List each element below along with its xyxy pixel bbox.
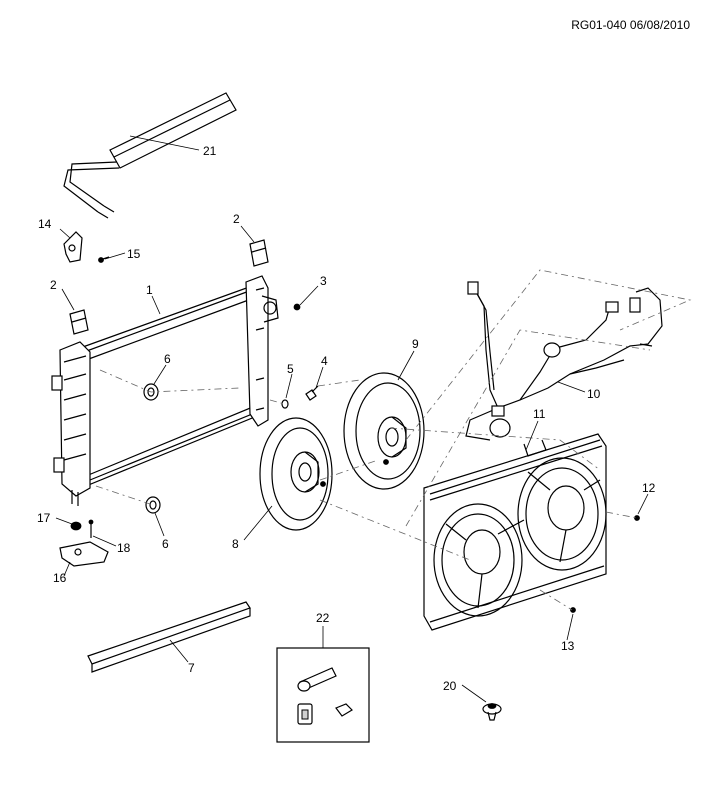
callout-14: 14: [38, 217, 52, 231]
oil-cooler-part-21: [63, 92, 237, 219]
callout-6-upper: 6: [164, 352, 171, 366]
callout-1: 1: [146, 283, 153, 297]
document-reference: RG01-040 06/08/2010: [571, 18, 690, 32]
callout-22: 22: [316, 611, 330, 625]
callout-15: 15: [127, 247, 141, 261]
baffle-strip-part-7: [87, 601, 251, 673]
insulator-part-2-left: [69, 309, 89, 335]
callout-13: 13: [561, 639, 575, 653]
callout-17: 17: [37, 511, 51, 525]
callout-10: 10: [587, 387, 601, 401]
screw-part-3: [293, 303, 301, 311]
bolt-part-4: [305, 385, 319, 401]
fastener-kit-part-22: [276, 647, 370, 743]
radiator-part-1: [51, 275, 279, 506]
callout-12: 12: [642, 481, 656, 495]
callout-3: 3: [320, 274, 327, 288]
callout-16: 16: [53, 571, 67, 585]
callout-9: 9: [412, 337, 419, 351]
callout-5: 5: [287, 362, 294, 376]
callout-11: 11: [533, 407, 546, 421]
pin-part-18: [88, 519, 94, 538]
alignment-lines: [95, 269, 692, 611]
screw-part-12: [634, 515, 640, 521]
nut-part-17: [70, 521, 82, 531]
insulator-part-2-right: [249, 239, 269, 267]
callout-18: 18: [117, 541, 131, 555]
wiring-harness-part-10: [465, 281, 663, 441]
callout-6-lower: 6: [162, 537, 169, 551]
bracket-part-16: [59, 541, 109, 567]
insulator-part-6-lower: [145, 496, 161, 514]
callout-7: 7: [188, 661, 195, 675]
screw-part-13: [570, 607, 576, 613]
callout-labels: 21 2 14 15 2 1 3 9 4 6 5 10 11 12 17 8 6…: [37, 144, 656, 693]
callout-8: 8: [232, 537, 239, 551]
push-pin-part-20: [482, 703, 502, 721]
bolt-part-15: [98, 256, 110, 263]
callout-2-upper: 2: [233, 212, 240, 226]
leader-lines: [55, 135, 649, 703]
callout-21: 21: [203, 144, 217, 158]
oring-part-5: [281, 399, 289, 409]
callout-4: 4: [321, 354, 328, 368]
callout-2-lower: 2: [50, 278, 57, 292]
fan-part-9: [343, 372, 425, 490]
fan-shroud-part-11: [423, 433, 607, 631]
bracket-part-14: [63, 231, 83, 263]
fan-part-8: [259, 417, 333, 531]
callout-20: 20: [443, 679, 457, 693]
